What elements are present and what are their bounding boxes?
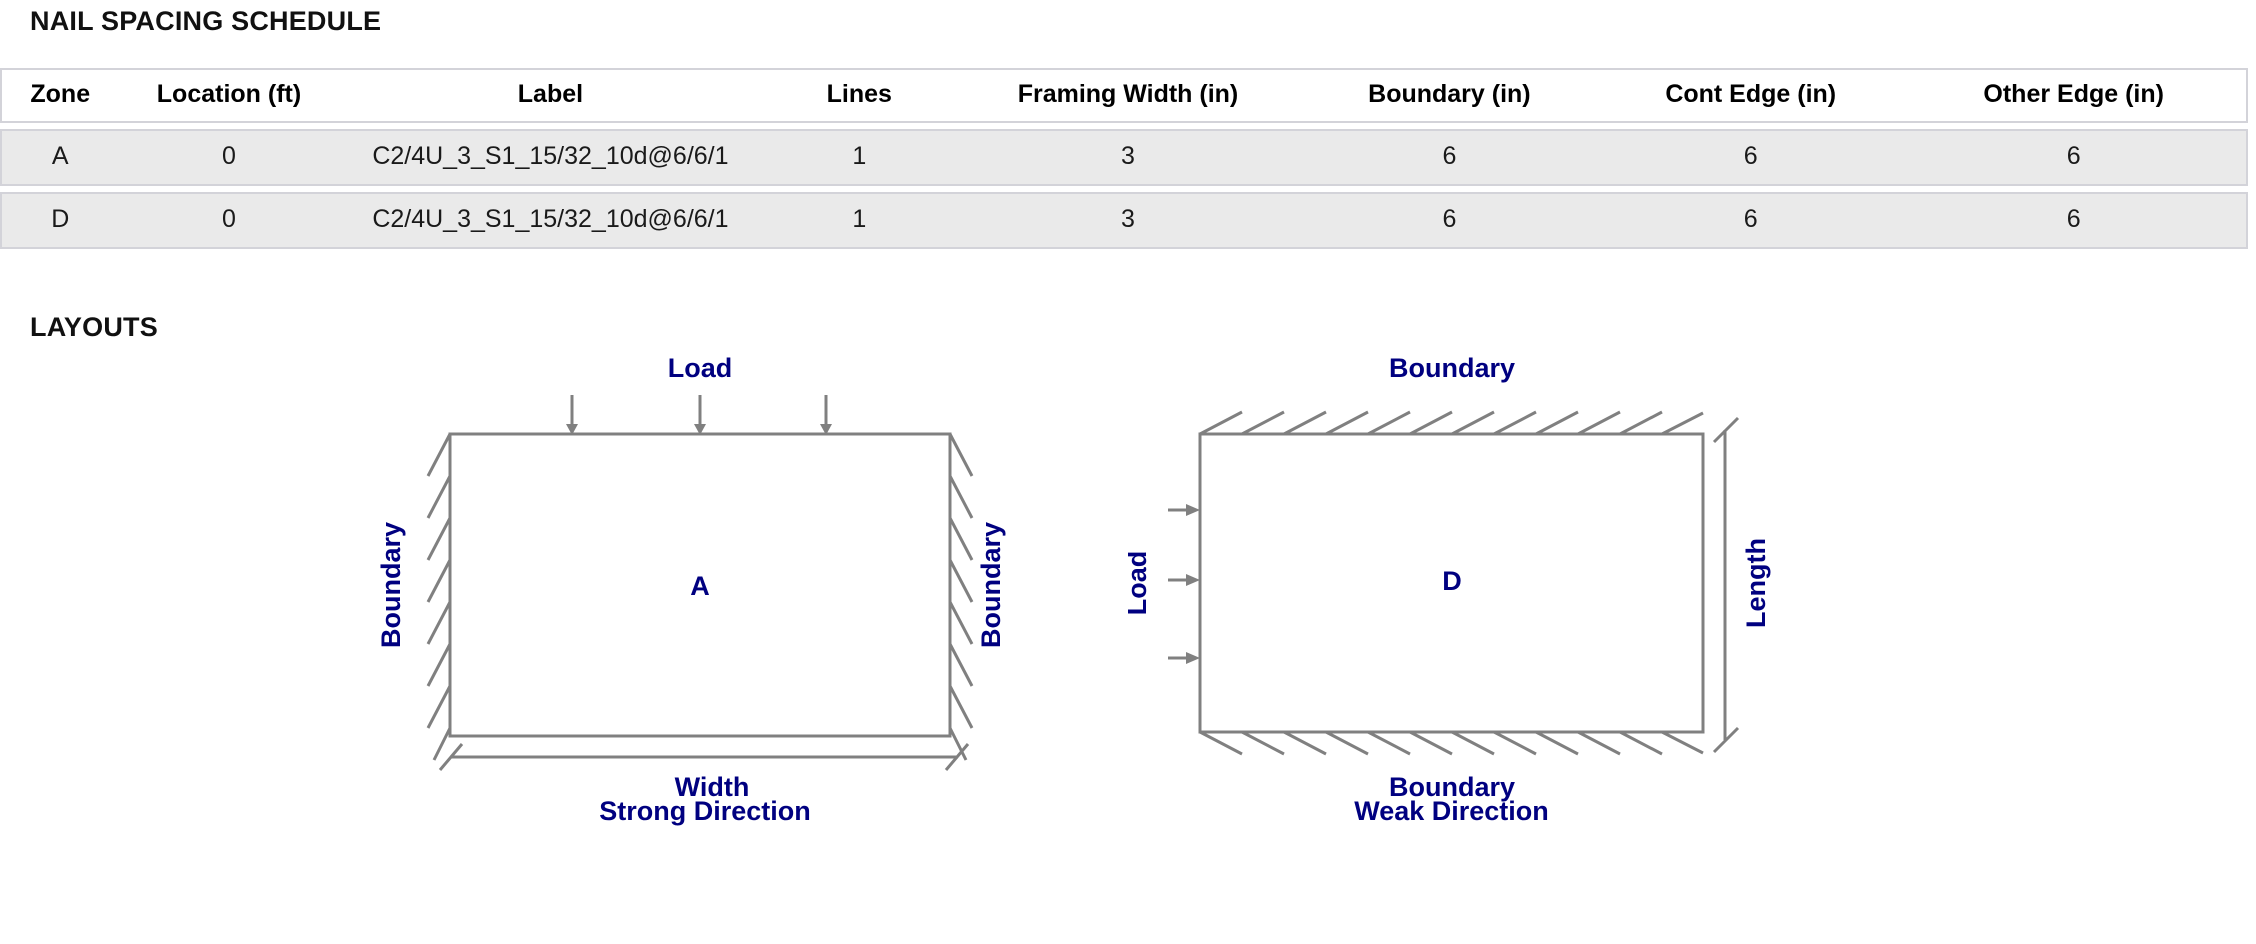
column-header-label[interactable]: Label bbox=[339, 68, 762, 123]
length-label: Length bbox=[1741, 538, 1771, 628]
zone-letter-d: D bbox=[1442, 566, 1462, 596]
cell-framing-width: 3 bbox=[957, 129, 1299, 186]
bottom-boundary-label: Boundary bbox=[1389, 772, 1515, 802]
table-header-row: Zone Location (ft) Label Lines Framing W… bbox=[0, 68, 2248, 123]
top-boundary-label: Boundary bbox=[1389, 353, 1515, 383]
panel-rectangle-zone-a bbox=[448, 432, 952, 738]
column-header-other-edge[interactable]: Other Edge (in) bbox=[1901, 68, 2248, 123]
page-title: NAIL SPACING SCHEDULE bbox=[30, 6, 382, 36]
width-dimension-line bbox=[438, 743, 970, 771]
layout-diagrams-area: A Load Boundary Boundary Width bbox=[0, 330, 2256, 944]
weak-direction-caption: Weak Direction bbox=[1354, 796, 1549, 826]
column-header-zone[interactable]: Zone bbox=[0, 68, 119, 123]
left-boundary-label: Boundary bbox=[376, 522, 406, 648]
cell-boundary: 6 bbox=[1298, 192, 1601, 249]
width-dimension-label: Width bbox=[675, 772, 750, 802]
load-label: Load bbox=[1128, 551, 1152, 616]
right-boundary-hatching bbox=[948, 433, 974, 761]
load-arrows-right bbox=[1168, 504, 1200, 664]
column-header-location[interactable]: Location (ft) bbox=[118, 68, 340, 123]
cell-lines: 1 bbox=[761, 129, 958, 186]
zone-letter-a: A bbox=[690, 571, 710, 601]
cell-zone: A bbox=[0, 129, 119, 186]
cell-label: C2/4U_3_S1_15/32_10d@6/6/1 bbox=[339, 129, 762, 186]
cell-boundary: 6 bbox=[1298, 129, 1601, 186]
cell-other-edge: 6 bbox=[1901, 129, 2248, 186]
table-row[interactable]: A 0 C2/4U_3_S1_15/32_10d@6/6/1 1 3 6 6 6 bbox=[0, 129, 2248, 186]
top-boundary-hatching bbox=[1199, 410, 1704, 436]
cell-lines: 1 bbox=[761, 192, 958, 249]
table-row[interactable]: D 0 C2/4U_3_S1_15/32_10d@6/6/1 1 3 6 6 6 bbox=[0, 192, 2248, 249]
bottom-boundary-hatching bbox=[1199, 730, 1704, 756]
column-header-cont-edge[interactable]: Cont Edge (in) bbox=[1600, 68, 1902, 123]
cell-other-edge: 6 bbox=[1901, 192, 2248, 249]
column-header-boundary[interactable]: Boundary (in) bbox=[1298, 68, 1601, 123]
right-boundary-label: Boundary bbox=[976, 522, 1006, 648]
cell-label: C2/4U_3_S1_15/32_10d@6/6/1 bbox=[339, 192, 762, 249]
cell-location: 0 bbox=[118, 192, 340, 249]
cell-location: 0 bbox=[118, 129, 340, 186]
cell-cont-edge: 6 bbox=[1600, 192, 1902, 249]
left-boundary-hatching bbox=[426, 433, 452, 761]
load-label: Load bbox=[668, 353, 733, 383]
cell-zone: D bbox=[0, 192, 119, 249]
strong-direction-diagram: A Load Boundary Boundary Width bbox=[376, 353, 1006, 802]
panel-rectangle-zone-d bbox=[1198, 432, 1705, 734]
weak-direction-diagram: D Boundary Boundary Load Length bbox=[1128, 353, 1771, 802]
cell-framing-width: 3 bbox=[957, 192, 1299, 249]
nail-spacing-schedule-table: Zone Location (ft) Label Lines Framing W… bbox=[0, 62, 2248, 255]
load-arrows-down bbox=[566, 395, 832, 435]
strong-direction-caption: Strong Direction bbox=[599, 796, 811, 826]
cell-cont-edge: 6 bbox=[1600, 129, 1902, 186]
column-header-lines[interactable]: Lines bbox=[761, 68, 958, 123]
column-header-framing-width[interactable]: Framing Width (in) bbox=[957, 68, 1299, 123]
layouts-section-title: LAYOUTS bbox=[30, 312, 158, 342]
length-dimension-line bbox=[1712, 416, 1740, 754]
